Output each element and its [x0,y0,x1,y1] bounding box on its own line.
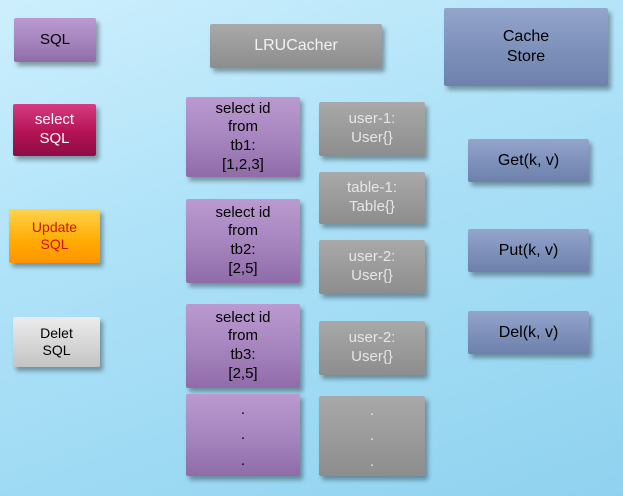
operation-put: Put(k, v) [468,229,589,272]
query-node-tb3: select id from tb3: [2,5] [186,304,300,388]
query-node-tb2: select id from tb2: [2,5] [186,199,300,283]
cache-entry-user-1: user-1: User{} [319,102,425,156]
operation-get: Get(k, v) [468,139,589,182]
lru-cacher-node: LRUCacher [210,24,382,68]
cache-entry-table-1: table-1: Table{} [319,172,425,224]
cache-entry-ellipsis: . . . [319,396,425,476]
operation-del: Del(k, v) [468,311,589,354]
cache-entry-user-2b: user-2: User{} [319,321,425,375]
select-sql-node: select SQL [13,104,96,156]
query-node-ellipsis: . . . [186,394,300,476]
update-sql-node: Update SQL [9,209,100,263]
query-node-tb1: select id from tb1: [1,2,3] [186,97,300,177]
sql-node: SQL [14,18,96,62]
cache-entry-user-2a: user-2: User{} [319,240,425,294]
cache-store-node: Cache Store [444,8,608,86]
delete-sql-node: Delet SQL [13,317,100,367]
